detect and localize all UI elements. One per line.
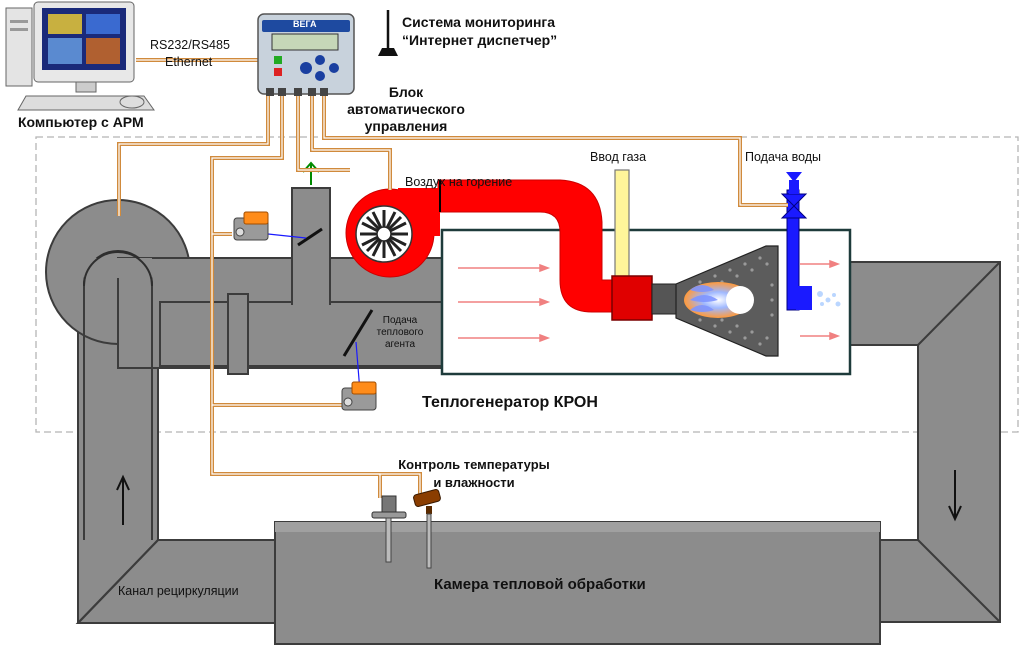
antenna-icon [378, 10, 398, 56]
monitoring-label: Система мониторинга [402, 14, 556, 30]
exhaust-stack [291, 187, 331, 305]
treatment-chamber [274, 521, 881, 645]
blower-fan-icon [355, 205, 413, 263]
burner-nozzle [651, 283, 677, 315]
damper-actuator-bottom-icon [341, 381, 377, 411]
flow-up-arrow-icon [116, 474, 130, 525]
water-spray-nozzle [796, 286, 812, 310]
combustion-air-label: Воздух на горение [405, 175, 513, 189]
heat-agent-label-2: теплового [376, 327, 424, 338]
temp-control-label: Контроль температуры и влажности [380, 456, 568, 492]
water-supply-label: Подача воды [745, 150, 822, 164]
heat-agent-label-3: агента [384, 339, 416, 350]
heat-agent-label-1: Подача [382, 315, 418, 326]
temp-control-label-2: и влажности [433, 475, 515, 490]
heat-flow-arrows [458, 259, 841, 343]
duct-flange [227, 293, 249, 375]
diagram-title: Теплогенератор КРОН [422, 394, 598, 411]
comm-label-rs: RS232/RS485 [150, 38, 230, 52]
controller-brand: ВЕГА [293, 19, 317, 29]
exhaust-damper [297, 227, 323, 247]
gas-pipe [614, 169, 630, 281]
control-block-label-2: автоматического [347, 101, 465, 117]
control-block-label-1: Блок [388, 84, 424, 100]
humidity-sensor-icon [413, 489, 441, 569]
chamber-label: Камера тепловой обработки [434, 576, 646, 593]
burner-block [611, 275, 653, 321]
gas-input-label: Ввод газа [590, 150, 647, 164]
monitoring-label-2: “Интернет диспетчер” [402, 32, 558, 48]
computer-label: Компьютер с АРМ [18, 114, 144, 130]
flow-down-arrow-icon [948, 470, 962, 522]
control-block-label: Блок автоматического управления [326, 84, 486, 135]
control-block-label-3: управления [364, 118, 448, 134]
heat-agent-damper [342, 309, 374, 357]
water-valve-icon [780, 193, 808, 219]
exhaust-arrow-icon [302, 161, 320, 185]
recirculation-label: Канал рециркуляции [118, 584, 239, 598]
computer-icon[interactable] [5, 1, 155, 111]
damper-actuator-top-icon [233, 211, 269, 241]
temperature-sensor-icon [371, 495, 407, 563]
comm-label-ethernet: Ethernet [165, 55, 213, 69]
heat-agent-label: Подача теплового агента [372, 315, 428, 351]
temp-control-label-1: Контроль температуры [398, 457, 550, 472]
control-unit[interactable] [257, 13, 355, 96]
